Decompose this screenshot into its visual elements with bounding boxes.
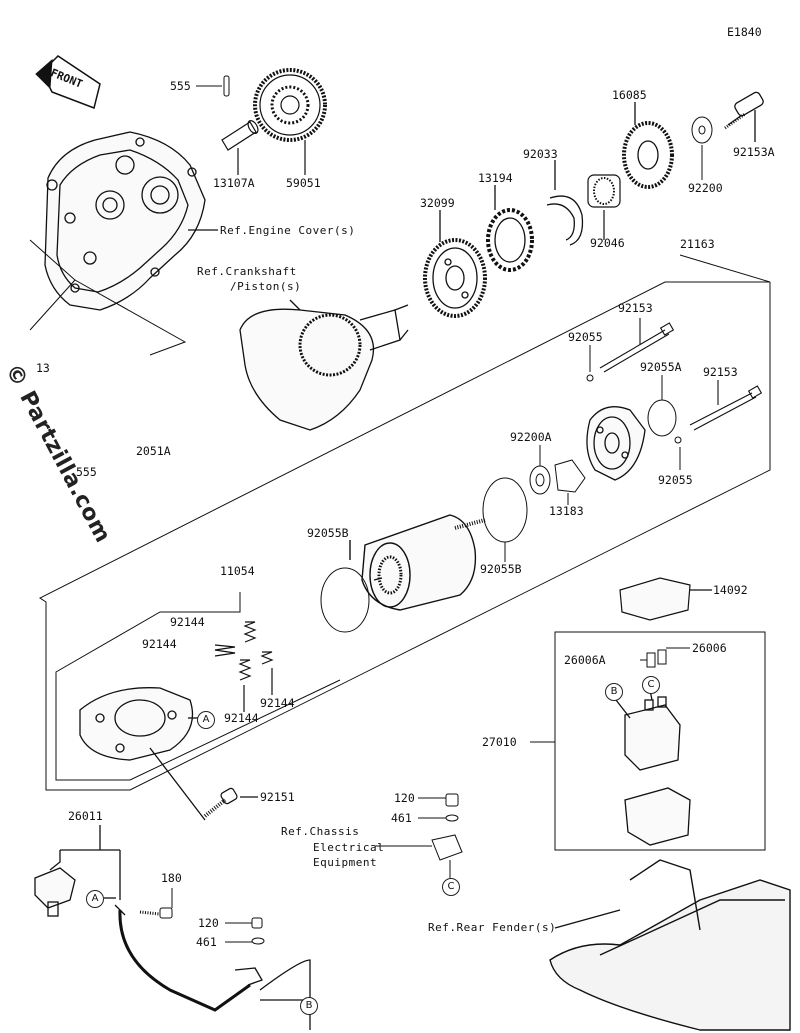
part-label-92046: 92046 — [590, 236, 625, 250]
callout-a-switch: A — [197, 711, 215, 729]
crankshaft-part — [239, 299, 409, 431]
callout-c-chassis: C — [442, 878, 460, 896]
front-arrow-icon — [35, 55, 101, 110]
engine-cover-part — [44, 131, 218, 311]
part-label-13-partial: 13 — [36, 361, 50, 375]
part-label-59051: 59051 — [286, 176, 321, 190]
part-label-13194: 13194 — [478, 171, 513, 185]
part-label-27010: 27010 — [482, 735, 517, 749]
o-ring-part — [586, 345, 682, 470]
callout-b-relay: B — [605, 683, 623, 701]
part-label-11054: 11054 — [220, 564, 255, 578]
part-label-92144-3: 92144 — [260, 696, 295, 710]
starter-kit-bracket-line — [39, 281, 771, 791]
part-label-92144-2: 92144 — [142, 637, 177, 651]
part-label-21163: 21163 — [680, 237, 715, 251]
washer-part — [691, 116, 713, 180]
idle-gear-part — [622, 102, 674, 189]
part-label-180: 180 — [161, 871, 182, 885]
part-label-92153-mid: 92153 — [703, 365, 738, 379]
starter-motor-part — [349, 514, 486, 611]
part-label-92055a: 92055A — [640, 360, 682, 374]
pin-part — [196, 75, 230, 97]
switch-kit-bracket-line — [55, 610, 341, 781]
part-label-26006: 26006 — [692, 641, 727, 655]
brush-holder-part — [79, 687, 206, 821]
ref-crankshaft-line2: /Piston(s) — [230, 280, 302, 293]
part-label-14092: 14092 — [713, 583, 748, 597]
chassis-bolt-part — [375, 793, 463, 878]
starter-relay-part — [615, 689, 681, 771]
gear-large-part — [253, 68, 327, 175]
washer-plate-part — [529, 445, 586, 505]
callout-b-cable: B — [300, 997, 318, 1015]
part-label-120-top: 120 — [394, 791, 415, 805]
ref-chassis-line3: Equipment — [313, 856, 378, 869]
part-label-92200a: 92200A — [510, 430, 552, 444]
part-label-13107a: 13107A — [213, 176, 255, 190]
boot-cap-part — [619, 577, 712, 621]
part-label-92055-top: 92055 — [568, 330, 603, 344]
relay-bracket-line — [554, 631, 766, 851]
relay-cover-part — [624, 787, 691, 846]
ref-rear-fender: Ref.Rear Fender(s) — [428, 921, 557, 934]
large-o-ring-part — [482, 477, 528, 543]
one-way-clutch-part — [486, 185, 534, 272]
part-label-92153-top: 92153 — [618, 301, 653, 315]
starter-clutch-gear-part — [423, 210, 487, 318]
part-label-92200: 92200 — [688, 181, 723, 195]
spring-part — [214, 621, 274, 712]
part-label-13183: 13183 — [549, 504, 584, 518]
bolt-part — [724, 91, 764, 142]
part-label-92151: 92151 — [260, 790, 295, 804]
snap-ring-part — [546, 160, 584, 246]
starter-end-cover-part — [586, 406, 646, 481]
large-o-ring-part — [320, 567, 370, 633]
part-label-461-top: 461 — [391, 811, 412, 825]
fuse-part — [640, 647, 690, 668]
shaft-part — [221, 120, 259, 175]
part-label-461-bottom: 461 — [196, 935, 217, 949]
needle-bearing-part — [587, 174, 621, 240]
part-label-92055b-left: 92055B — [307, 526, 349, 540]
part-label-32099: 32099 — [420, 196, 455, 210]
part-label-26011: 26011 — [68, 809, 103, 823]
part-label-16085: 16085 — [612, 88, 647, 102]
part-label-92051a-partial: 2051A — [136, 444, 171, 458]
callout-c-relay: C — [642, 676, 660, 694]
ref-crankshaft-line1: Ref.Crankshaft — [197, 265, 297, 278]
part-label-92144-4: 92144 — [224, 711, 259, 725]
part-label-92144-1: 92144 — [170, 615, 205, 629]
ref-engine-cover: Ref.Engine Cover(s) — [220, 224, 356, 237]
part-label-120-bottom: 120 — [198, 916, 219, 930]
part-label-92055b-right: 92055B — [480, 562, 522, 576]
part-label-92055-bottom: 92055 — [658, 473, 693, 487]
part-label-555-top: 555 — [170, 79, 191, 93]
part-label-92033: 92033 — [523, 147, 558, 161]
ref-chassis-line1: Ref.Chassis — [281, 825, 360, 838]
battery-cable-part — [34, 825, 311, 1030]
ref-chassis-line2: Electrical — [313, 841, 385, 854]
part-label-92153a: 92153A — [733, 145, 775, 159]
long-bolt-part — [599, 318, 763, 431]
part-label-26006a: 26006A — [564, 653, 606, 667]
part-label-555-bottom: 555 — [76, 465, 97, 479]
bolt-part — [203, 787, 258, 818]
terminal-bolt-part — [139, 888, 265, 945]
callout-a-cable: A — [86, 890, 104, 908]
rear-fender-part — [549, 859, 791, 1031]
diagram-code: E1840 — [727, 25, 762, 39]
